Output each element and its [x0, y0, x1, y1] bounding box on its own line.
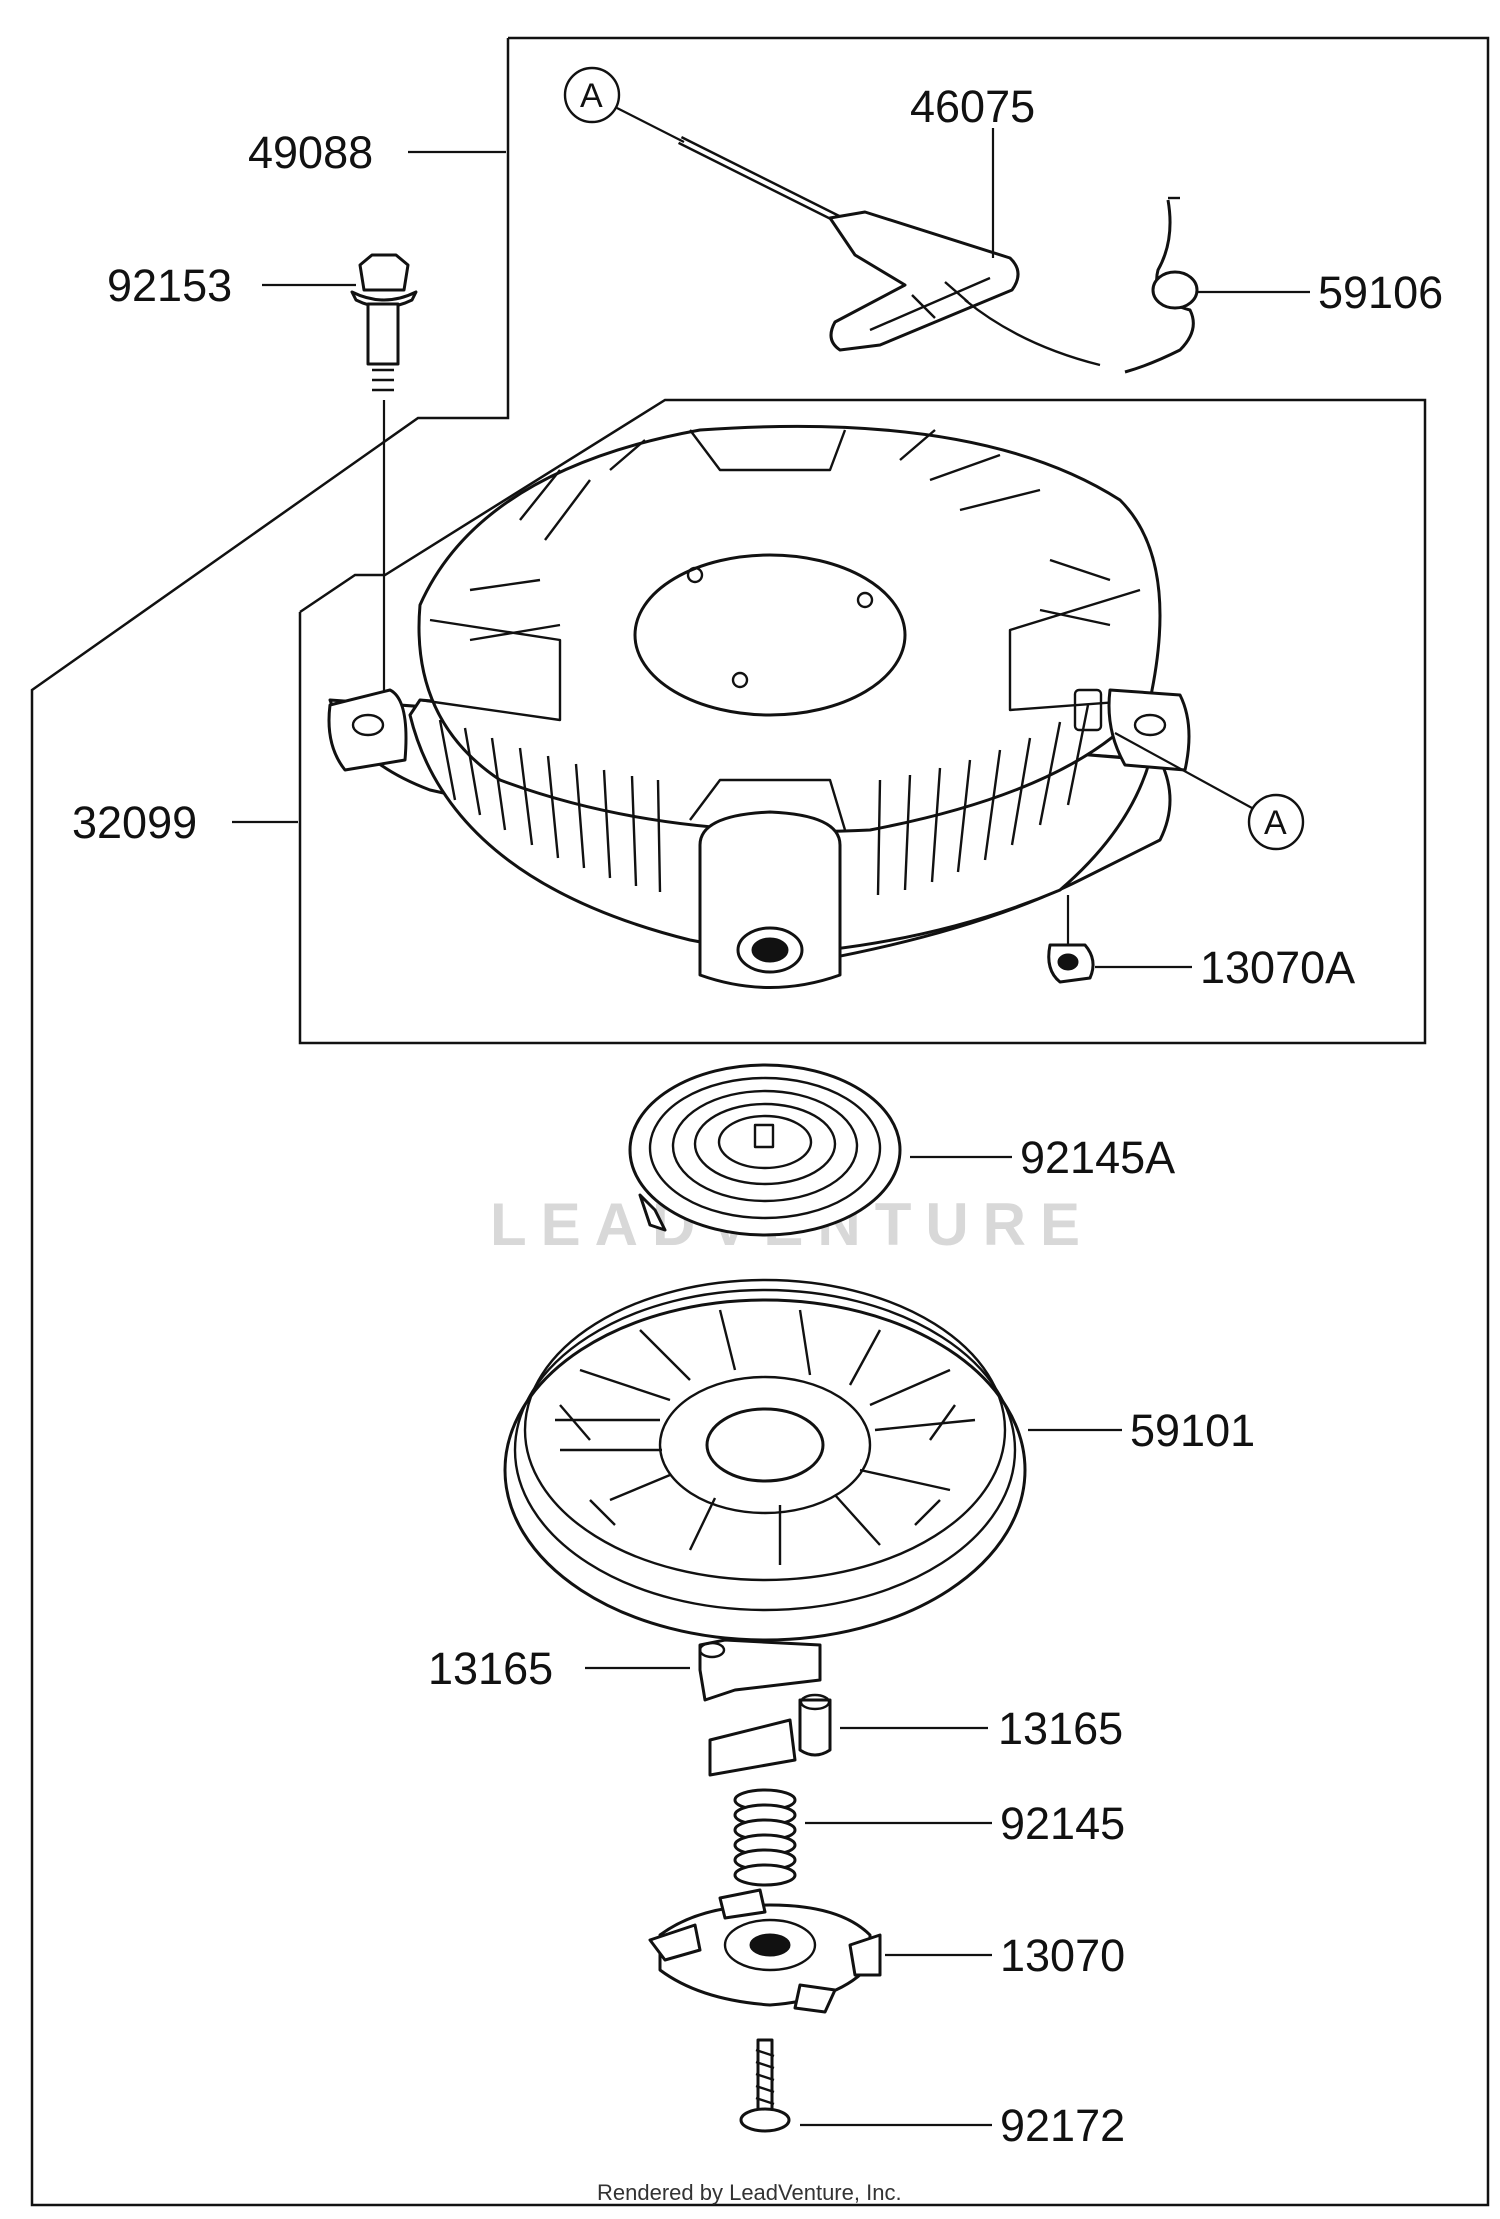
callout-59106: 59106 — [1318, 267, 1443, 318]
callout-92172: 92172 — [1000, 2100, 1125, 2151]
callout-92145: 92145 — [1000, 1798, 1125, 1849]
ratchet-13070 — [648, 1888, 882, 2014]
pawl-13165-lower — [708, 1693, 832, 1777]
starter-handle-46075 — [677, 135, 1101, 367]
outer-assembly-frame — [30, 36, 1490, 2207]
callout-32099: 32099 — [72, 797, 197, 848]
pawl-13165-upper — [698, 1638, 822, 1702]
callout-92153: 92153 — [107, 260, 232, 311]
callout-92145A: 92145A — [1020, 1132, 1175, 1183]
callout-13165-left: 13165 — [428, 1643, 553, 1694]
screw-92172 — [739, 2038, 791, 2133]
rope-guide-59106 — [1124, 196, 1199, 374]
callout-46075: 46075 — [910, 81, 1035, 132]
callout-13165-right: 13165 — [998, 1703, 1123, 1754]
reel-59101 — [503, 1278, 1027, 1642]
ref-marker-a-side: A — [1114, 732, 1305, 851]
svg-text:A: A — [580, 77, 603, 115]
footer-credit: Rendered by LeadVenture, Inc. — [597, 2180, 902, 2205]
housing-frame — [298, 398, 1427, 1045]
callout-13070: 13070 — [1000, 1930, 1125, 1981]
coil-spring-92145 — [733, 1788, 797, 1887]
starter-housing-32099 — [327, 424, 1191, 989]
spiral-spring-92145A — [628, 1063, 902, 1237]
svg-text:A: A — [1264, 804, 1287, 842]
bolt-92153 — [350, 253, 418, 700]
callout-49088: 49088 — [248, 127, 373, 178]
callout-13070A: 13070A — [1200, 942, 1355, 993]
callout-59101: 59101 — [1130, 1405, 1255, 1456]
ref-marker-a-top: A — [563, 66, 685, 143]
nut-13070A — [1047, 895, 1095, 984]
